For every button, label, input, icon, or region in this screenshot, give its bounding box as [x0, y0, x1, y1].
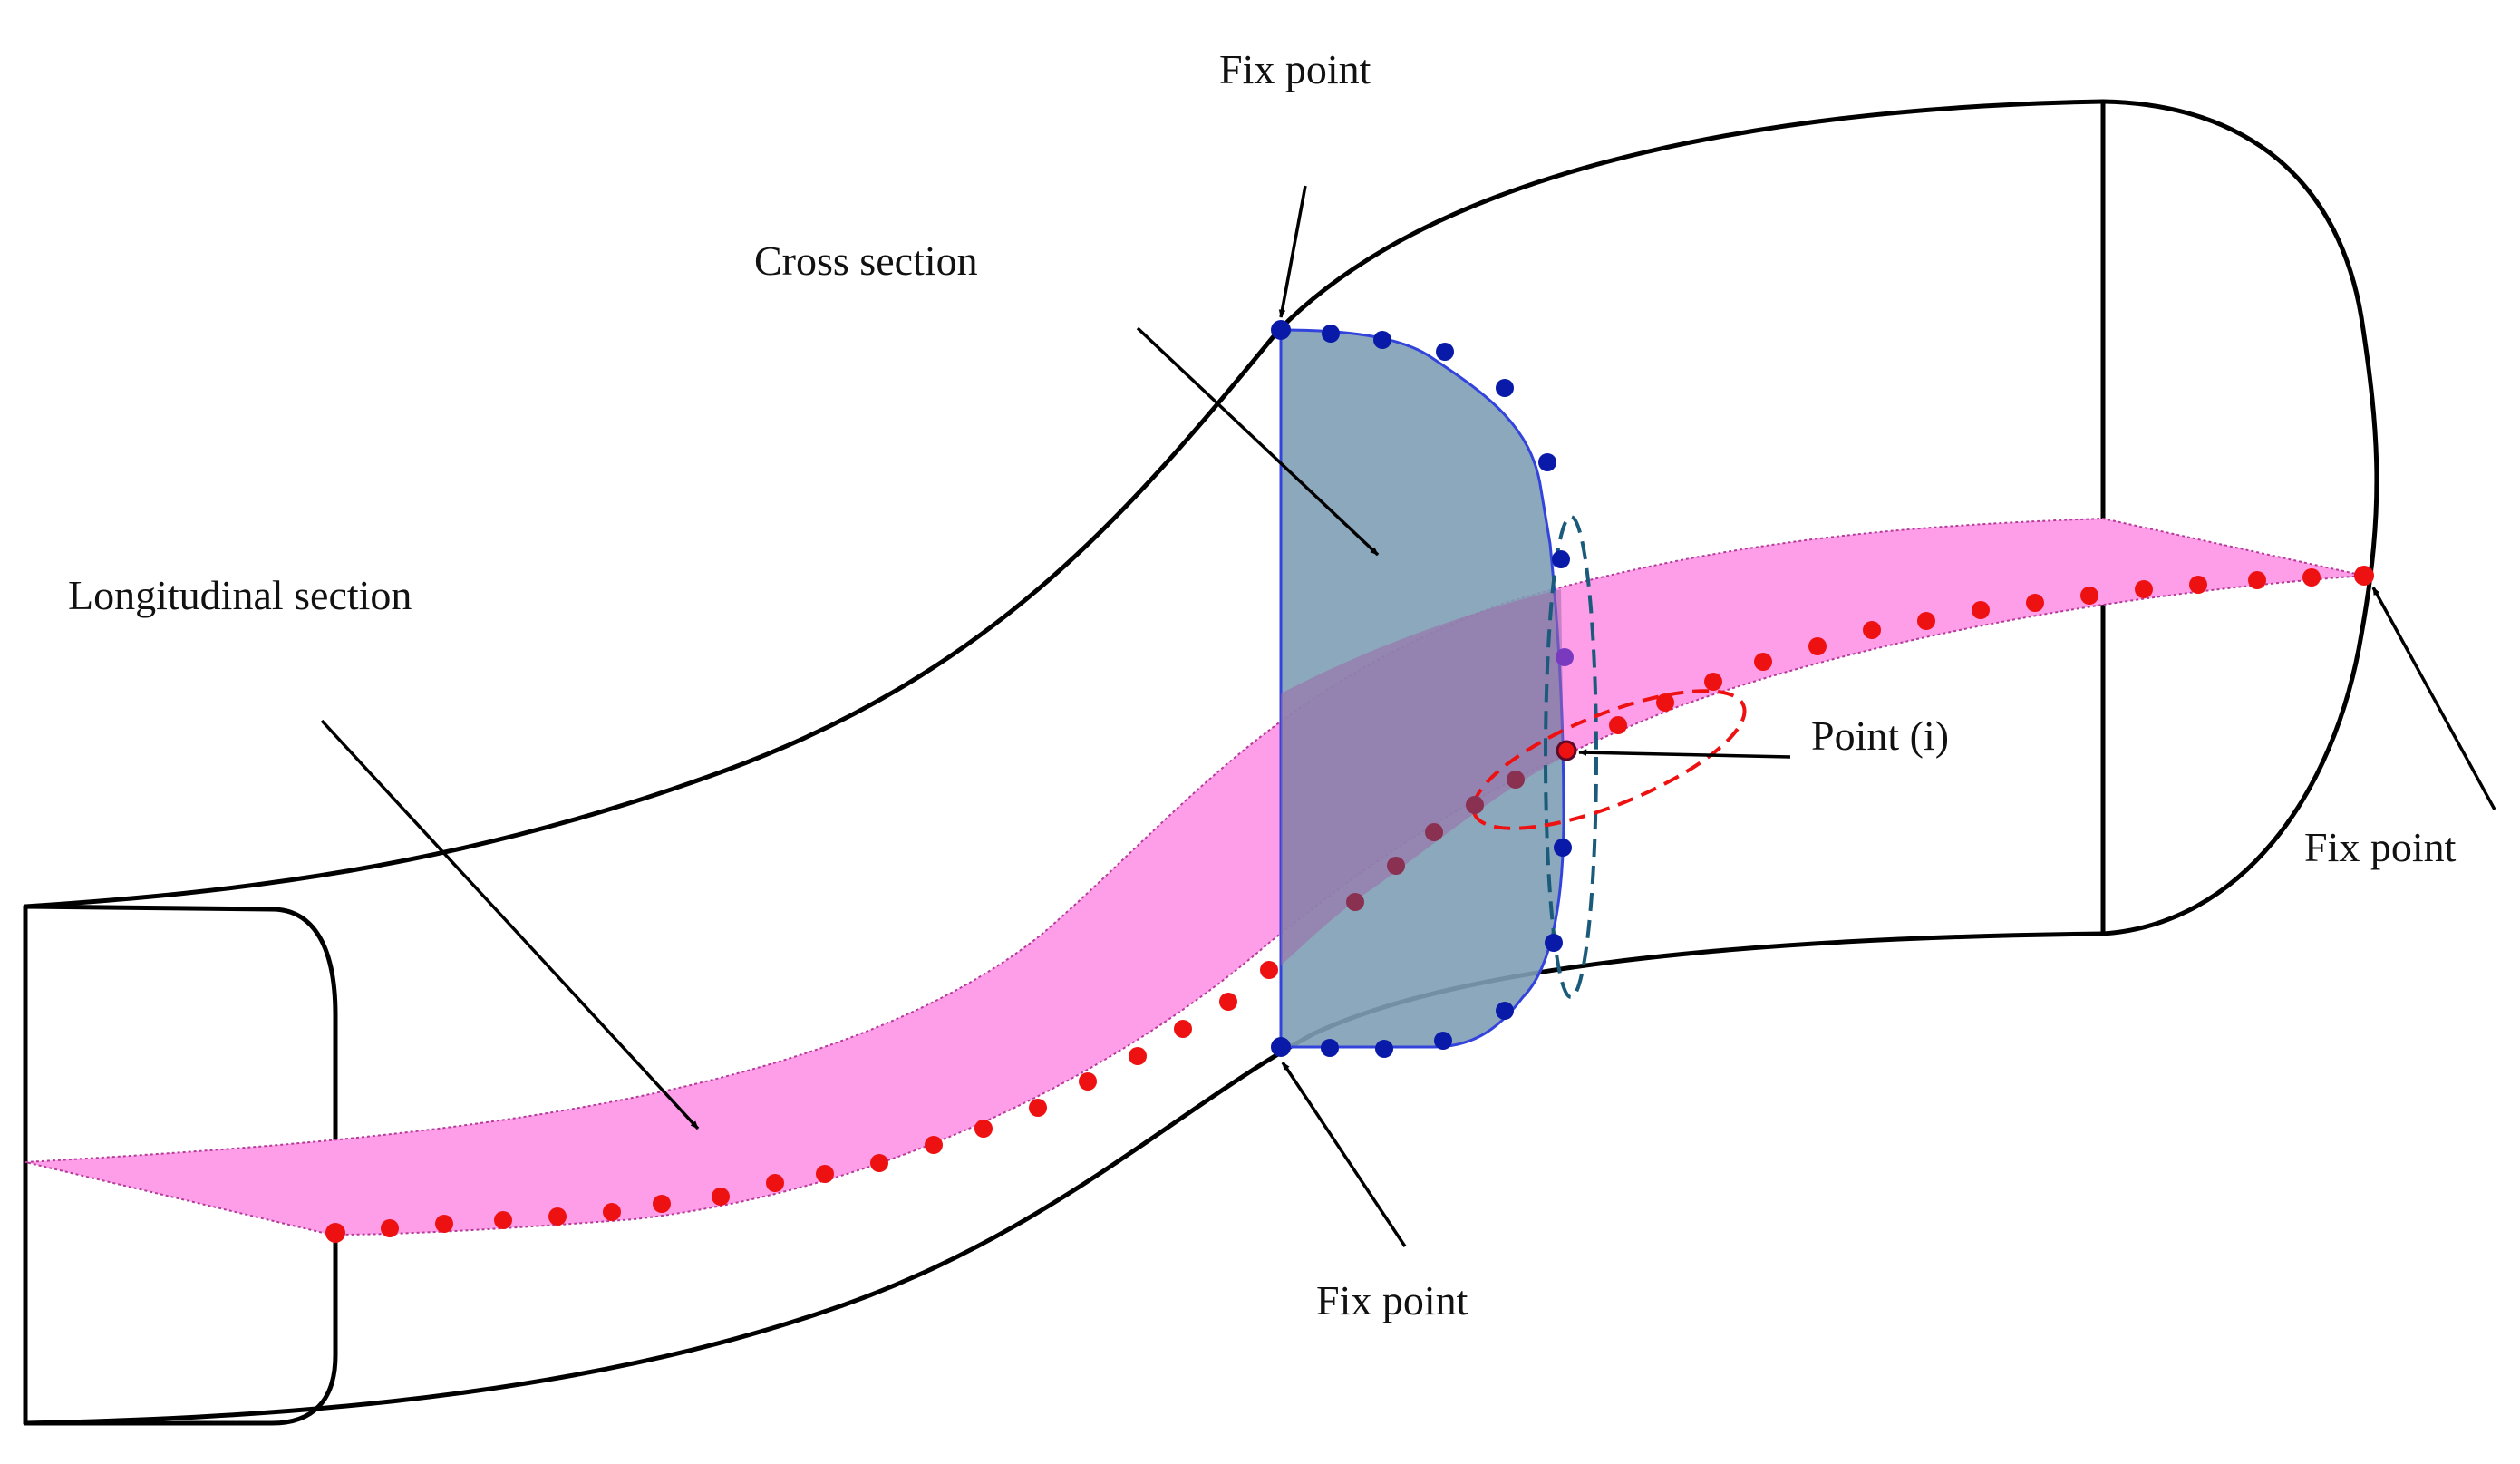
longitudinal-point [766, 1174, 784, 1192]
cross-section-point [1556, 648, 1574, 666]
longitudinal-point [1466, 796, 1484, 814]
cross-section-points [1271, 320, 1574, 1058]
longitudinal-points [325, 566, 2374, 1243]
label-fix-point-bottom: Fix point [1316, 1277, 1468, 1323]
longitudinal-point [435, 1215, 453, 1233]
longitudinal-point [325, 1223, 345, 1243]
longitudinal-point [1656, 693, 1674, 712]
longitudinal-point [1425, 823, 1443, 841]
longitudinal-point [2135, 580, 2153, 598]
cross-section-point [1538, 453, 1556, 471]
longitudinal-point [870, 1154, 888, 1172]
longitudinal-point [653, 1195, 671, 1213]
duct-bottom-edge [23, 931, 2106, 1426]
longitudinal-point [1507, 771, 1525, 789]
point-i [1556, 740, 1577, 761]
cross-section-point [1322, 325, 1340, 343]
arrow-fix-point-top [1278, 185, 1307, 318]
longitudinal-point [1260, 961, 1278, 979]
arrow-point-i [1578, 749, 1791, 759]
longitudinal-point [1129, 1047, 1147, 1065]
cross-section-point [1496, 1002, 1514, 1020]
longitudinal-point [1219, 993, 1237, 1011]
longitudinal-point [548, 1207, 567, 1226]
longitudinal-point [2189, 576, 2207, 594]
cross-section-fix-point-bottom [1271, 1037, 1291, 1057]
cross-section-point [1434, 1032, 1452, 1050]
longitudinal-fix-point [2354, 566, 2374, 586]
longitudinal-point [1079, 1072, 1097, 1091]
longitudinal-point [2302, 568, 2321, 587]
cross-section-point [1554, 839, 1572, 857]
longitudinal-point [1609, 716, 1627, 734]
longitudinal-point [1029, 1099, 1047, 1117]
label-point-i: Point (i) [1811, 713, 1949, 759]
longitudinal-point [1387, 857, 1405, 875]
longitudinal-point [925, 1136, 943, 1154]
outlet-face [2100, 99, 2379, 936]
arrow-cross-section [1136, 326, 1380, 557]
arrow-fix-point-right [2371, 587, 2496, 810]
longitudinal-point [494, 1211, 512, 1229]
longitudinal-point [1704, 673, 1722, 691]
duct-top-edge [23, 99, 2106, 909]
longitudinal-point [816, 1165, 834, 1183]
label-cross-section: Cross section [754, 238, 978, 284]
cross-section-point [1321, 1039, 1339, 1057]
label-fix-point-top: Fix point [1219, 46, 1371, 92]
cross-section-point [1373, 331, 1391, 349]
longitudinal-point [2248, 571, 2266, 589]
longitudinal-point [1808, 637, 1827, 655]
longitudinal-point [2026, 594, 2044, 612]
label-fix-point-right: Fix point [2304, 824, 2457, 870]
longitudinal-point [1754, 653, 1772, 671]
cross-section-point [1436, 343, 1454, 361]
longitudinal-point [1972, 601, 1990, 619]
arrow-longitudinal-section [320, 719, 700, 1130]
longitudinal-point [381, 1219, 399, 1237]
longitudinal-point [603, 1203, 621, 1221]
label-longitudinal-section: Longitudinal section [68, 572, 412, 618]
longitudinal-point [1863, 621, 1881, 639]
cross-section-point [1552, 550, 1570, 568]
arrow-fix-point-bottom [1281, 1062, 1407, 1247]
longitudinal-section-surface [24, 517, 2365, 1236]
longitudinal-point [1346, 893, 1364, 911]
longitudinal-point [1174, 1020, 1192, 1038]
longitudinal-point [712, 1188, 730, 1206]
longitudinal-point [1917, 612, 1935, 630]
longitudinal-point [974, 1120, 993, 1138]
cross-section-point [1375, 1040, 1393, 1058]
section-overlap [1281, 589, 1564, 965]
cross-section-point [1496, 379, 1514, 397]
annotation-arrows [320, 185, 2496, 1247]
cross-section-point [1545, 934, 1563, 952]
cross-section-fix-point-top [1271, 320, 1291, 340]
longitudinal-point [2080, 587, 2098, 605]
cross-section-column-ellipse [1544, 515, 1598, 999]
